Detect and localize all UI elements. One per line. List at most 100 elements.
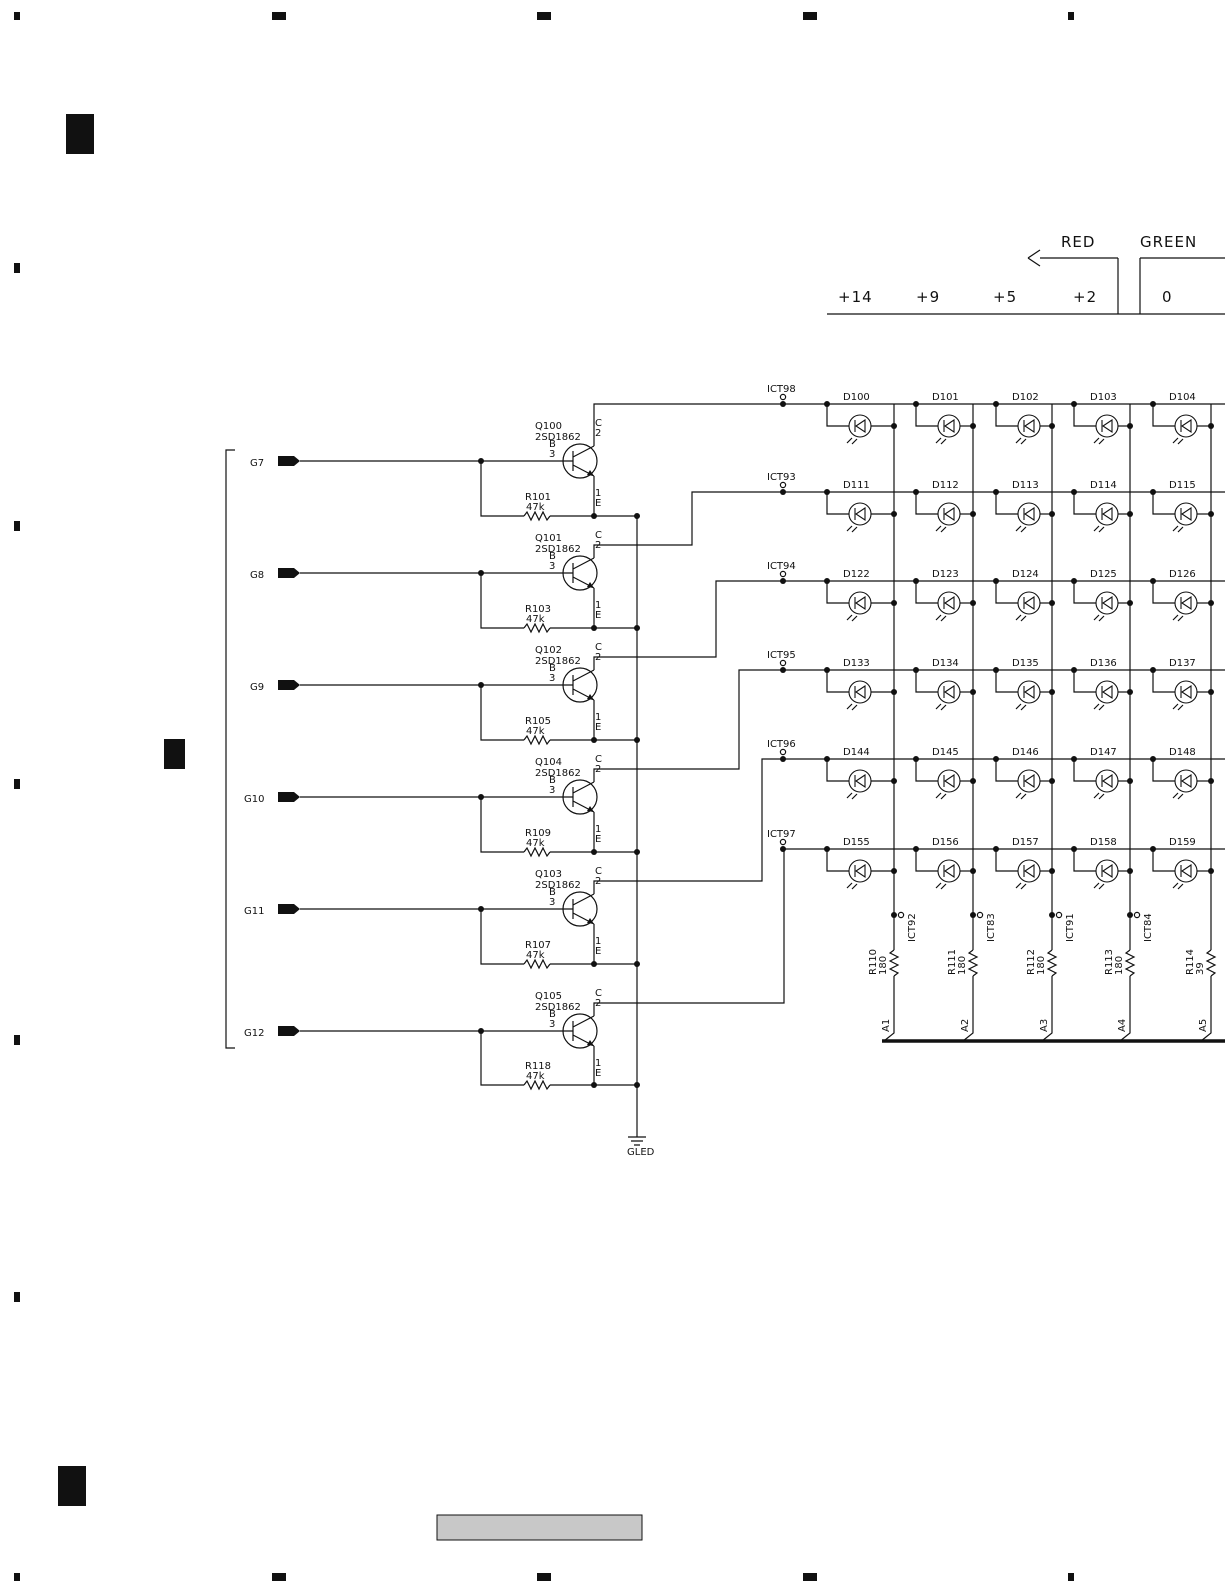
- led-icon: [1174, 859, 1198, 883]
- npn-transistor-icon: [562, 779, 598, 815]
- led-icon: [1174, 414, 1198, 438]
- pin-label: B: [549, 551, 556, 562]
- pin-label: C: [595, 754, 602, 765]
- led-ref: D145: [932, 747, 959, 758]
- row-test-point-label: ICT93: [767, 472, 796, 483]
- led-anode-wire: [826, 581, 849, 604]
- diode-symbol: [1023, 863, 1035, 879]
- legend-green-value: 0: [1162, 288, 1173, 306]
- registration-mark: [272, 1573, 286, 1581]
- led-ref: D125: [1090, 569, 1117, 580]
- pin-label: 1: [595, 600, 601, 611]
- diode-symbol: [854, 595, 866, 611]
- connector-arrow-icon: [278, 1026, 300, 1036]
- resistor-ref: R107: [525, 940, 551, 951]
- led-icon: [848, 414, 872, 438]
- gate-input-label: G11: [244, 906, 264, 917]
- led-ref: D115: [1169, 480, 1196, 491]
- column-resistor-value: 39: [1195, 962, 1206, 975]
- light-emission-icon: [935, 703, 947, 711]
- led-icon: [1174, 502, 1198, 526]
- light-emission-icon: [1093, 437, 1105, 445]
- pin-label: E: [595, 498, 601, 509]
- diode-symbol: [1180, 863, 1192, 879]
- junction-dot: [780, 489, 786, 495]
- column-test-point-label: ICT83: [986, 913, 997, 942]
- light-emission-icon: [935, 882, 947, 890]
- diode-symbol: [1023, 595, 1035, 611]
- led-ref: D111: [843, 480, 870, 491]
- led-anode-wire: [1152, 492, 1175, 515]
- diode-symbol: [1180, 595, 1192, 611]
- transistor-leads: [566, 781, 595, 813]
- diode-symbol: [1180, 684, 1192, 700]
- led-icon: [1017, 859, 1041, 883]
- led-anode-wire: [915, 492, 938, 515]
- pin-label: C: [595, 988, 602, 999]
- resistor-ref: R118: [525, 1061, 551, 1072]
- ground-label: GLED: [627, 1147, 655, 1158]
- resistor-value: 47k: [526, 726, 545, 737]
- test-point-pad: [1055, 911, 1063, 919]
- emitter-arrow-icon: [587, 582, 594, 588]
- light-emission-icon: [1172, 614, 1184, 622]
- led-anode-wire: [995, 581, 1018, 604]
- grid-block-marker: [164, 739, 185, 769]
- column-resistor-ref: R110: [868, 949, 879, 975]
- collector-wire: [593, 758, 827, 894]
- led-ref: D155: [843, 837, 870, 848]
- led-ref: D104: [1169, 392, 1196, 403]
- pin-label: C: [595, 642, 602, 653]
- anode-label: A4: [1117, 1019, 1128, 1032]
- led-ref: D122: [843, 569, 870, 580]
- emitter-arrow-icon: [587, 694, 594, 700]
- diode-symbol: [1101, 863, 1113, 879]
- diode-symbol: [943, 506, 955, 522]
- led-ref: D112: [932, 480, 959, 491]
- light-emission-icon: [1172, 525, 1184, 533]
- resistor-symbol: [523, 734, 551, 746]
- column-resistor-value: 180: [1114, 956, 1125, 975]
- light-emission-icon: [935, 614, 947, 622]
- transistor-ref: Q104: [535, 757, 562, 768]
- test-point-pad: [779, 570, 787, 578]
- page-footer-box: [436, 1514, 643, 1541]
- led-icon: [1095, 591, 1119, 615]
- npn-transistor-icon: [562, 443, 598, 479]
- npn-transistor-icon: [562, 1013, 598, 1049]
- diode-symbol: [1101, 506, 1113, 522]
- diode-symbol: [1023, 773, 1035, 789]
- led-anode-wire: [826, 759, 849, 782]
- light-emission-icon: [1093, 792, 1105, 800]
- column-resistor-value: 180: [1036, 956, 1047, 975]
- light-emission-icon: [935, 525, 947, 533]
- led-icon: [937, 769, 961, 793]
- diode-symbol: [1101, 595, 1113, 611]
- light-emission-icon: [1093, 703, 1105, 711]
- junction-dot: [634, 961, 640, 967]
- pin-label: 2: [595, 428, 601, 439]
- resistor-value: 47k: [526, 502, 545, 513]
- resistor-symbol: [523, 622, 551, 634]
- transistor-part: 2SD1862: [535, 656, 581, 667]
- led-icon: [937, 859, 961, 883]
- led-anode-wire: [1073, 670, 1096, 693]
- diode-symbol: [943, 863, 955, 879]
- pin-label: 3: [549, 673, 555, 684]
- light-emission-icon: [1172, 703, 1184, 711]
- pin-label: 3: [549, 897, 555, 908]
- emitter-arrow-icon: [587, 806, 594, 812]
- led-ref: D136: [1090, 658, 1117, 669]
- anode-wire: [962, 976, 974, 1042]
- light-emission-icon: [846, 703, 858, 711]
- gate-input-label: G10: [244, 794, 264, 805]
- emitter-arrow-icon: [587, 1040, 594, 1046]
- column-test-point-label: ICT92: [907, 913, 918, 942]
- junction-dot: [780, 756, 786, 762]
- resistor-value: 47k: [526, 614, 545, 625]
- column-resistor-ref: R112: [1026, 949, 1037, 975]
- junction-dot: [1049, 912, 1055, 918]
- collector-wire: [593, 403, 827, 446]
- led-anode-wire: [1152, 670, 1175, 693]
- light-emission-icon: [846, 614, 858, 622]
